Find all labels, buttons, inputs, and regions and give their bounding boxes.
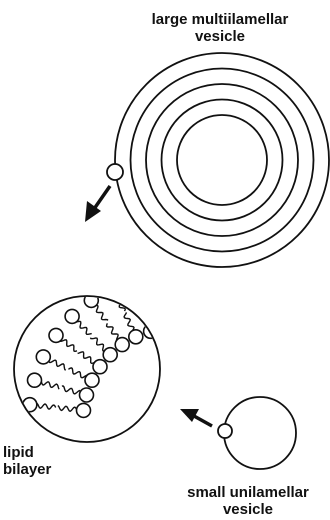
lipid-head	[103, 348, 117, 362]
lipid-head	[49, 328, 63, 342]
lipid-head	[159, 321, 173, 335]
lamella-ring	[146, 84, 298, 236]
lipid-tail	[180, 302, 186, 328]
lipid-head	[115, 338, 129, 352]
lipid-head	[77, 403, 91, 417]
lipid-head	[179, 267, 193, 281]
magnified-circle	[14, 296, 160, 442]
selection-marker-large	[107, 164, 123, 180]
lipid-tail	[196, 305, 204, 331]
lipid-tail	[182, 274, 188, 300]
large-vesicle-label-line2: vesicle	[140, 28, 300, 45]
lipid-tail	[203, 278, 213, 304]
lipid-head	[85, 373, 99, 387]
small-unilamellar-vesicle	[224, 397, 296, 469]
lipid-head	[129, 272, 143, 286]
lipid-head	[65, 309, 79, 323]
lamella-ring	[131, 69, 314, 252]
lipid-head	[129, 330, 143, 344]
small-vesicle-label: small unilamellar vesicle	[166, 484, 330, 518]
lipid-bilayer-label-line1: lipid	[3, 444, 51, 461]
lipid-head	[154, 268, 168, 282]
lipid-head	[190, 324, 204, 338]
lipid-head	[203, 271, 217, 285]
arrow-up-left-icon	[180, 409, 212, 426]
large-multilamellar-vesicle	[115, 53, 329, 267]
lipid-head	[36, 350, 50, 364]
lipid-head	[80, 388, 94, 402]
lipid-tail	[134, 279, 144, 305]
lipid-head	[175, 321, 189, 335]
lipid-bilayer-label: lipid bilayer	[3, 444, 51, 478]
lamella-ring	[115, 53, 329, 267]
lipid-head	[106, 281, 120, 295]
large-vesicle-label-line1: large multiilamellar	[140, 11, 300, 28]
lipid-head	[93, 360, 107, 374]
lamella-ring	[162, 100, 283, 221]
small-vesicle-label-line1: small unilamellar	[166, 484, 330, 501]
lipid-head	[23, 398, 37, 412]
lipid-tail	[162, 303, 168, 329]
arrow-down-left-icon	[85, 186, 110, 222]
lipid-tail	[159, 275, 165, 301]
large-vesicle-label: large multiilamellar vesicle	[140, 11, 300, 45]
lamella-ring	[177, 115, 267, 205]
small-vesicle-label-line2: vesicle	[166, 501, 330, 518]
lipid-head	[28, 373, 42, 387]
lipid-bilayer-label-line2: bilayer	[3, 461, 51, 478]
selection-marker-small	[218, 424, 232, 438]
